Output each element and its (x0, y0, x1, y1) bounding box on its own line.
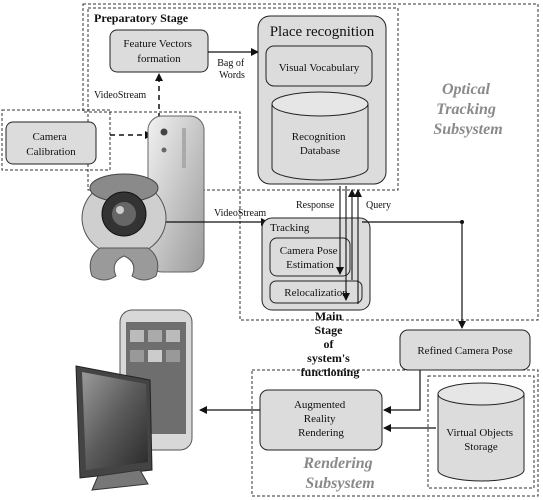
optical-subsystem-boundary (82, 3, 539, 321)
videostream-mid-label: VideoStream (214, 208, 266, 219)
camera-pose-box (269, 237, 351, 277)
response-label: Response (296, 200, 335, 211)
recognition-database-cylinder (271, 104, 369, 181)
virtual-objects-label: Virtual Objects Storage (446, 427, 516, 453)
rendering-subsystem-boundary (251, 369, 539, 497)
tracking-to-refined-pose-arrow (362, 221, 466, 329)
rendering-subsystem-label: Rendering Subsystem (302, 455, 376, 492)
videostream-top-label: VideoStream (94, 90, 146, 101)
camera-calibration-label: Camera Calibration (26, 131, 76, 158)
phone-camera-lens (160, 128, 168, 136)
camera-pose-label: Camera Pose Estimation (280, 245, 340, 271)
bag-of-words-label: Bag of Words (217, 58, 246, 81)
visual-vocabulary-box (265, 45, 373, 87)
refined-pose-to-ar-arrow (383, 370, 421, 414)
refined-camera-pose-box (399, 329, 531, 371)
ar-rendering-box (259, 389, 383, 451)
phone-flash (161, 147, 167, 153)
recognition-database-top (271, 91, 369, 117)
visual-vocabulary-label: Visual Vocabulary (279, 62, 360, 74)
main-stage-label: Main Stage of system's functioning (301, 309, 360, 379)
feature-vectors-box (109, 29, 209, 73)
query-label: Query (366, 200, 391, 211)
webcam-icon (81, 173, 167, 281)
ar-rendering-label: Augmented Reality Rendering (294, 399, 348, 439)
phone-side-button (182, 128, 186, 168)
virtual-objects-cylinder (437, 394, 525, 482)
feature-vectors-label: Feature Vectors formation (123, 38, 194, 65)
junction-dot (460, 220, 464, 224)
relocalization-box (269, 280, 363, 304)
virtual-objects-top (437, 382, 525, 406)
refined-camera-pose-label: Refined Camera Pose (417, 345, 512, 357)
tracking-title: Tracking (270, 222, 310, 234)
virtual-objects-outline (427, 375, 535, 489)
optical-subsystem-label: Optical Tracking Subsystem (433, 81, 502, 138)
camera-calibration-box (5, 121, 97, 165)
recognition-database-label: Recognition Database (292, 131, 349, 157)
monitor-output-icon (75, 365, 153, 491)
preparatory-stage-title: Preparatory Stage (94, 11, 189, 25)
relocalization-label: Relocalization (284, 287, 348, 299)
place-recognition-title: Place recognition (270, 24, 375, 40)
preparatory-stage-box (87, 7, 399, 191)
response-query-arrows (336, 186, 362, 304)
camera-calibration-outline (1, 109, 111, 171)
